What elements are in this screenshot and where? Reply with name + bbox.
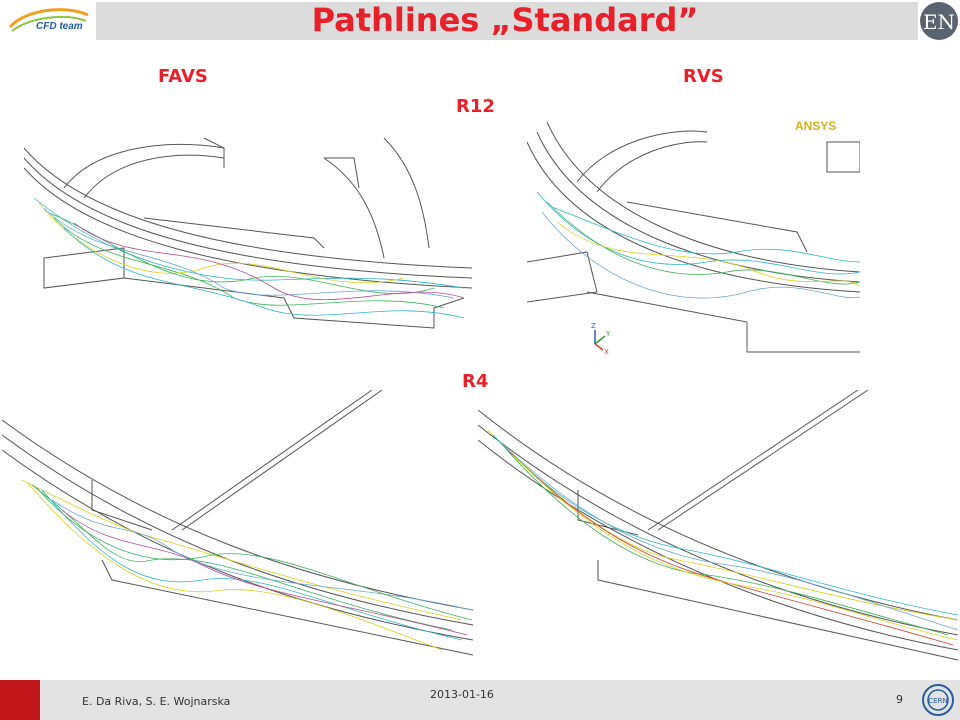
favs-r4-drawing [2, 390, 473, 656]
svg-text:X: X [604, 348, 609, 356]
page-number: 9 [896, 693, 903, 706]
footer-accent-block [0, 680, 40, 720]
svg-text:ANSYS: ANSYS [795, 119, 836, 133]
footer-bar [0, 680, 960, 720]
svg-text:Y: Y [605, 330, 611, 338]
svg-text:EN: EN [923, 10, 955, 34]
cfd-team-logo: CFD team [8, 8, 89, 32]
rvs-r4-drawing [478, 390, 958, 661]
footer-authors: E. Da Riva, S. E. Wojnarska [82, 695, 231, 708]
ansys-logo: ANSYS [795, 119, 836, 133]
en-department-logo: EN [920, 2, 958, 40]
svg-text:CFD team: CFD team [36, 21, 83, 32]
favs-r4-pathline-image [2, 390, 473, 660]
label-rvs: RVS [683, 66, 724, 87]
axis-triad: Z Y X [591, 322, 611, 356]
label-r12: R12 [456, 96, 495, 117]
label-r4: R4 [462, 371, 489, 392]
rvs-r12-drawing: ANSYS Z Y X [527, 119, 860, 356]
page-title: Pathlines „Standard” [311, 1, 699, 39]
svg-text:Z: Z [591, 322, 596, 330]
favs-r12-drawing [24, 137, 472, 329]
favs-r12-pathline-image [24, 128, 472, 348]
cern-logo: CERN [922, 684, 954, 716]
footer-date: 2013-01-16 [430, 688, 494, 701]
header-band [96, 2, 918, 40]
label-favs: FAVS [158, 66, 208, 87]
svg-text:CERN: CERN [928, 697, 947, 705]
rvs-r12-pathline-image: ANSYS Z Y X [527, 112, 860, 360]
rvs-r4-pathline-image [478, 390, 958, 672]
